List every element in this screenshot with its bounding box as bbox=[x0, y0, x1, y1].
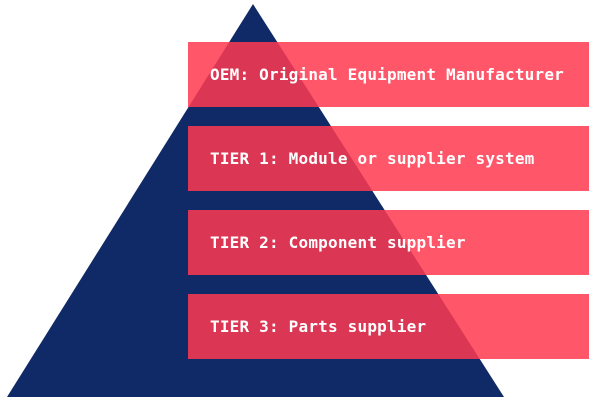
tier-3-label: TIER 3: Parts supplier bbox=[210, 317, 427, 336]
tier-1-band: TIER 1: Module or supplier system bbox=[188, 126, 589, 191]
tier-2-label: TIER 2: Component supplier bbox=[210, 233, 466, 252]
tier-oem-label: OEM: Original Equipment Manufacturer bbox=[210, 65, 564, 84]
tier-1-label: TIER 1: Module or supplier system bbox=[210, 149, 535, 168]
tier-2-band: TIER 2: Component supplier bbox=[188, 210, 589, 275]
tier-3-band: TIER 3: Parts supplier bbox=[188, 294, 589, 359]
tier-oem-band: OEM: Original Equipment Manufacturer bbox=[188, 42, 589, 107]
